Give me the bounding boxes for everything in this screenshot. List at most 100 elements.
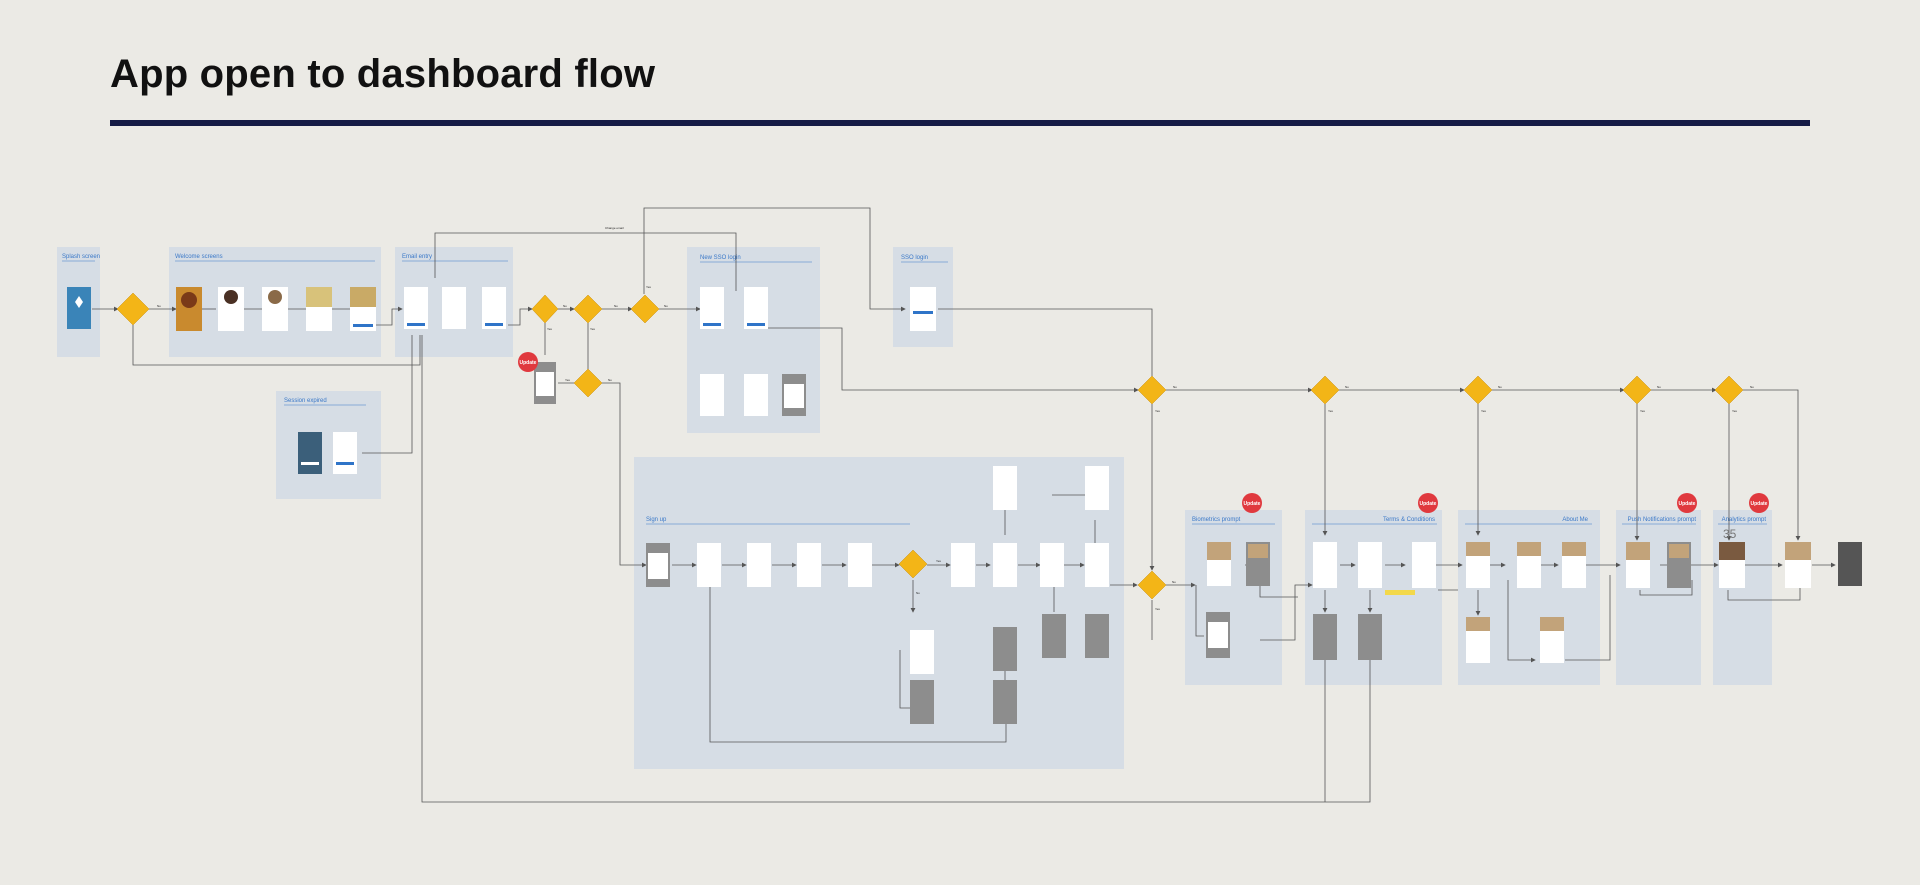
update-badge-label: Update — [520, 360, 537, 366]
screen-email-2 — [442, 287, 466, 329]
section-title-biometrics: Biometrics prompt — [1192, 517, 1241, 523]
decision-node — [1310, 375, 1340, 405]
update-badge-label: Update — [1420, 501, 1437, 507]
section-titles: Splash screen Welcome screens Email entr… — [62, 254, 1767, 525]
screen-signup-9 — [1085, 543, 1109, 587]
screen-signup-16 — [1042, 614, 1066, 658]
edge-label: No — [1750, 385, 1754, 389]
edge-label: Yes — [1328, 409, 1333, 413]
panel-analytics — [1713, 510, 1772, 685]
update-badge-label: Update — [1751, 501, 1768, 507]
edge-label: No — [157, 304, 161, 308]
panel-signup — [634, 457, 1124, 769]
screen-sso-new-4 — [744, 374, 768, 416]
edge-label: Yes — [1732, 409, 1737, 413]
screen-sso-new-3 — [700, 374, 724, 416]
edge-label: Yes — [547, 327, 552, 331]
screen-terms-5 — [1358, 614, 1382, 660]
section-title-welcome: Welcome screens — [175, 254, 223, 260]
edge-label: No — [1173, 385, 1177, 389]
screen-signup-5 — [848, 543, 872, 587]
screen-signup-10 — [993, 466, 1017, 510]
section-panels — [57, 247, 1772, 769]
screen-signup-14 — [993, 627, 1017, 671]
screen-session-1 — [298, 432, 322, 474]
section-title-analytics: Analytics prompt — [1722, 517, 1767, 523]
screen-signup-8 — [1040, 543, 1064, 587]
edge-label: No — [563, 304, 567, 308]
decision-node — [898, 549, 928, 579]
edge-label: Yes — [936, 559, 941, 563]
screen-session-2 — [333, 432, 357, 474]
section-title-signup: Sign up — [646, 517, 667, 523]
screen-signup-12 — [910, 630, 934, 674]
edge-label: No — [1345, 385, 1349, 389]
panel-session — [276, 391, 381, 499]
edge-label: No — [916, 591, 920, 595]
screen-signup-6 — [951, 543, 975, 587]
screen-signup-15 — [993, 680, 1017, 724]
update-badge-label: Update — [1244, 501, 1261, 507]
screen-email-1 — [404, 287, 428, 329]
update-badge: Update — [1749, 493, 1769, 513]
screen-signup-17 — [1085, 614, 1109, 658]
screen-signup-7 — [993, 543, 1017, 587]
section-title-email: Email entry — [402, 254, 432, 260]
section-title-terms: Terms & Conditions — [1383, 517, 1435, 523]
update-badges: Update Update Update Update Update — [518, 352, 1769, 513]
screen-thumbnails — [67, 287, 1862, 724]
screen-terms-1 — [1313, 542, 1337, 588]
decision-node — [1463, 375, 1493, 405]
screen-sso-new-1 — [700, 287, 724, 329]
screen-terms-4 — [1313, 614, 1337, 660]
decision-node — [1714, 375, 1744, 405]
edge-label: No — [608, 378, 612, 382]
decision-node — [1622, 375, 1652, 405]
screen-terms-3 — [1412, 542, 1436, 588]
decision-node — [1137, 375, 1167, 405]
section-title-push: Push Notifications prompt — [1628, 517, 1697, 523]
title-rule — [110, 120, 1810, 126]
decision-nodes — [116, 292, 1744, 600]
panel-biometrics — [1185, 510, 1282, 685]
edge-label: Yes — [1481, 409, 1486, 413]
section-title-sso-new: New SSO login — [700, 255, 741, 261]
decision-node — [630, 294, 660, 324]
edge-label: No — [614, 304, 618, 308]
update-badge: Update — [1677, 493, 1697, 513]
decision-node — [116, 292, 150, 326]
edge-label: Yes — [1640, 409, 1645, 413]
edge-label: Yes — [565, 378, 570, 382]
edge-label: Yes — [1155, 409, 1160, 413]
edge-label: Change email — [605, 226, 624, 230]
update-badge: Update — [1242, 493, 1262, 513]
edge-label: No — [1498, 385, 1502, 389]
edge-labels: No Yes No Yes No No Yes Yes No No Yes No… — [157, 226, 1754, 611]
update-badge: Update — [1418, 493, 1438, 513]
decision-node — [573, 368, 603, 398]
update-badge: Update — [518, 352, 538, 372]
screen-signup-3 — [747, 543, 771, 587]
edge-label: Yes — [646, 285, 651, 289]
screen-signup-13 — [910, 680, 934, 724]
edge-label: No — [664, 304, 668, 308]
update-badge-label: Update — [1679, 501, 1696, 507]
screen-signup-11 — [1085, 466, 1109, 510]
section-title-about: About Me — [1562, 517, 1588, 523]
screen-sso — [910, 287, 936, 331]
decision-node — [531, 294, 559, 324]
decision-node — [573, 294, 603, 324]
section-title-sso: SSO login — [901, 255, 928, 261]
edge-label: No — [1657, 385, 1661, 389]
panel-push — [1616, 510, 1701, 685]
screen-email-3 — [482, 287, 506, 329]
screen-signup-4 — [797, 543, 821, 587]
edge-label: Yes — [590, 327, 595, 331]
edge-label: Yes — [1155, 607, 1160, 611]
section-title-splash: Splash screen — [62, 254, 100, 260]
page-title: App open to dashboard flow — [110, 52, 656, 96]
section-title-session: Session expired — [284, 398, 327, 404]
edge-label: No — [1172, 580, 1176, 584]
page-number: 35 — [1723, 527, 1737, 541]
